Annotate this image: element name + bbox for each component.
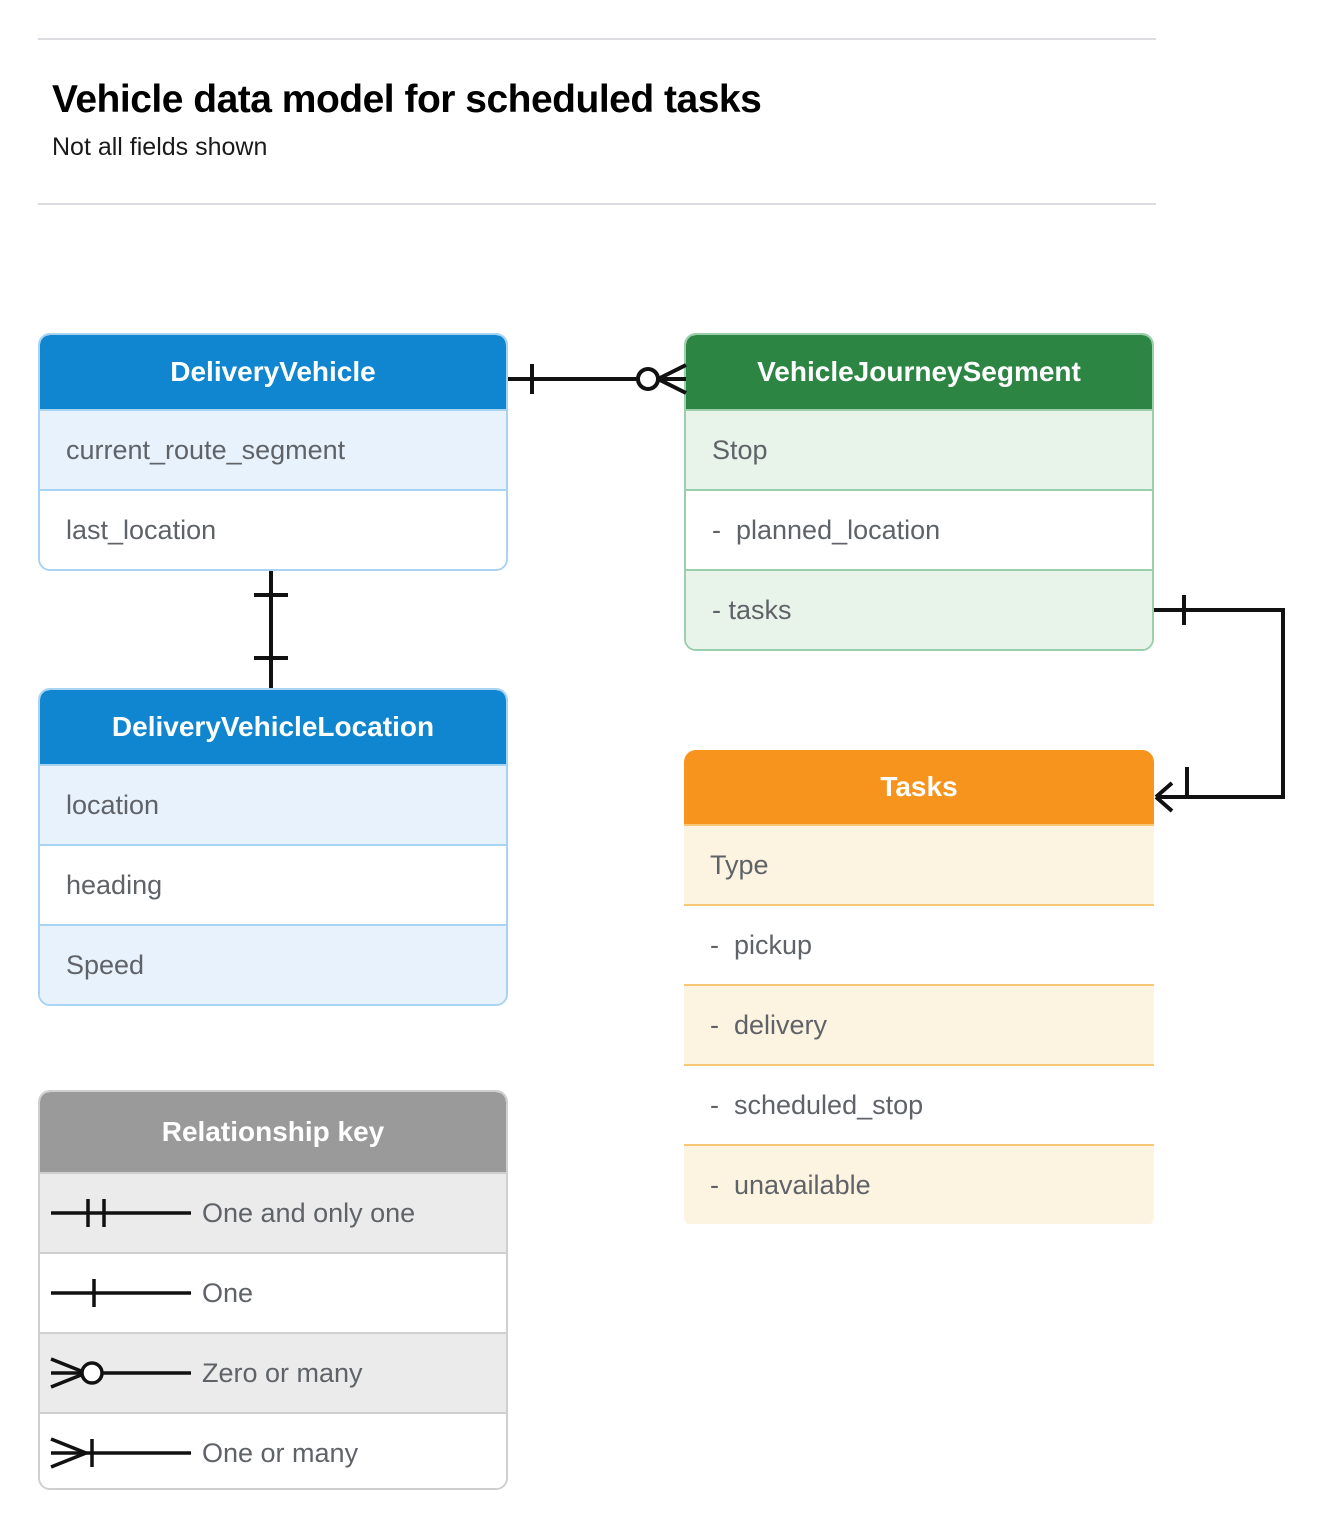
legend-item-label: One xyxy=(202,1277,254,1308)
connector-vehicle-to-vehicle-location xyxy=(254,571,288,688)
entity-field-row: - pickup xyxy=(684,904,1154,984)
entity-field-row: Speed xyxy=(40,924,506,1004)
legend-item-label: Zero or many xyxy=(202,1357,363,1388)
entity-field-row: - unavailable xyxy=(684,1144,1154,1224)
entity-field-row: - delivery xyxy=(684,984,1154,1064)
entity-delivery-vehicle-location[interactable]: DeliveryVehicleLocation location heading… xyxy=(38,688,508,1006)
legend-item-one-and-only-one: One and only one xyxy=(40,1172,506,1252)
entity-header-tasks: Tasks xyxy=(684,750,1154,824)
connector-journey-segment-tasks-to-tasks xyxy=(1154,595,1285,813)
entity-field-row: - planned_location xyxy=(686,489,1152,569)
entity-field-row: location xyxy=(40,764,506,844)
entity-field-row: - tasks xyxy=(686,569,1152,649)
entity-vehicle-journey-segment[interactable]: VehicleJourneySegment Stop - planned_loc… xyxy=(684,333,1154,651)
zero-or-many-symbol xyxy=(40,1353,202,1393)
legend-relationship-key[interactable]: Relationship key One and only one One xyxy=(38,1090,508,1490)
header-rule-top xyxy=(38,38,1156,40)
entity-field-row: last_location xyxy=(40,489,506,569)
legend-item-one-or-many: One or many xyxy=(40,1412,506,1488)
entity-header-delivery-vehicle-location: DeliveryVehicleLocation xyxy=(40,690,506,764)
entity-tasks[interactable]: Tasks Type - pickup - delivery - schedul… xyxy=(684,750,1154,1228)
page-subtitle: Not all fields shown xyxy=(52,132,268,161)
legend-title: Relationship key xyxy=(40,1092,506,1172)
entity-delivery-vehicle[interactable]: DeliveryVehicle current_route_segment la… xyxy=(38,333,508,571)
legend-item-zero-or-many: Zero or many xyxy=(40,1332,506,1412)
one-and-only-one-symbol xyxy=(40,1193,202,1233)
one-symbol xyxy=(40,1273,202,1313)
entity-field-row: heading xyxy=(40,844,506,924)
legend-item-label: One and only one xyxy=(202,1197,416,1228)
header-rule-bottom xyxy=(38,203,1156,205)
entity-field-row: - scheduled_stop xyxy=(684,1064,1154,1144)
entity-field-row: Type xyxy=(684,824,1154,904)
one-or-many-symbol xyxy=(40,1433,202,1473)
entity-header-vehicle-journey-segment: VehicleJourneySegment xyxy=(686,335,1152,409)
legend-item-one: One xyxy=(40,1252,506,1332)
entity-header-delivery-vehicle: DeliveryVehicle xyxy=(40,335,506,409)
entity-field-row: current_route_segment xyxy=(40,409,506,489)
document-header: Vehicle data model for scheduled tasks N… xyxy=(38,38,1156,162)
entity-field-row: Stop xyxy=(686,409,1152,489)
page-title: Vehicle data model for scheduled tasks xyxy=(52,78,762,121)
legend-item-label: One or many xyxy=(202,1437,359,1468)
connector-vehicle-to-journey-segment xyxy=(508,363,687,395)
